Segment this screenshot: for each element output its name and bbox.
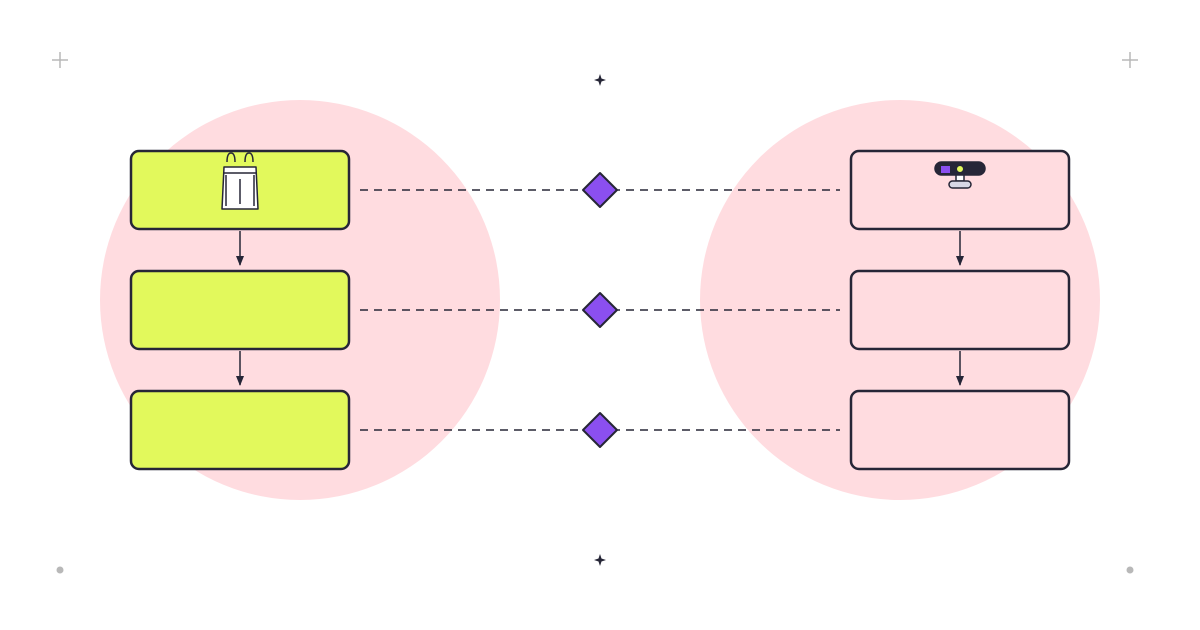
webcam-icon [934,161,986,189]
right-box-2 [849,269,1071,351]
left-box-2 [129,269,351,351]
plus-mark-top-left [52,52,68,68]
link-diamond-1 [582,172,618,208]
sparkle-mark-bottom [594,554,606,566]
right-box-3 [849,389,1071,471]
sparkle-mark-top [594,74,606,86]
shopping-bag-icon [221,152,259,210]
plus-mark-top-right [1122,52,1138,68]
right-box-1 [849,149,1071,231]
dot-mark-bottom-right [1126,566,1134,574]
link-diamond-2 [582,292,618,328]
link-diamond-3 [582,412,618,448]
left-box-3 [129,389,351,471]
dot-mark-bottom-left [56,566,64,574]
